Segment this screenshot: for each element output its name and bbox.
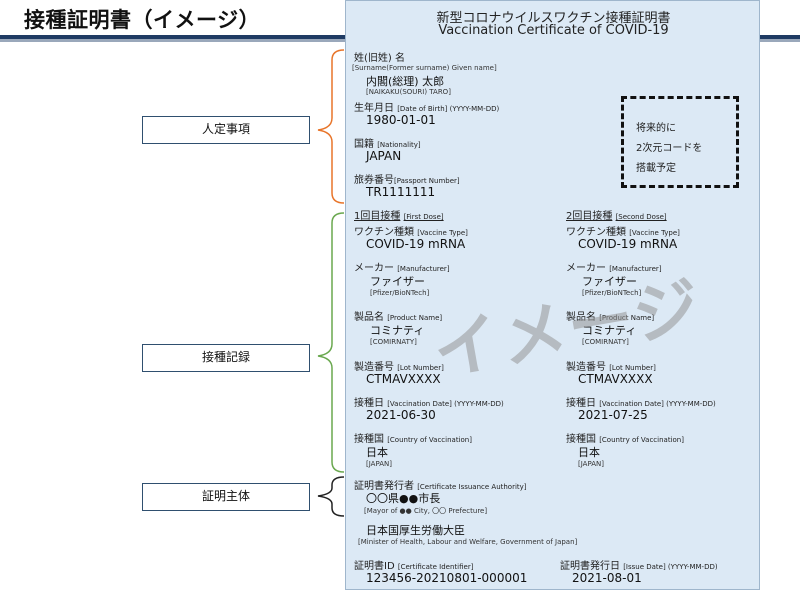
record-bracket [317,212,345,473]
qr-note-line2: 2次元コードを [636,143,703,154]
nationality-label: 国籍 [Nationality] [354,139,421,150]
dose1-country-value: 日本 [366,446,388,459]
page-title: 接種証明書（イメージ） [24,8,261,32]
dose1-vaccine-value: COVID-19 mRNA [366,237,466,251]
dose1-vaccine-label: ワクチン種類 [Vaccine Type] [354,227,468,238]
name-roman: [NAIKAKU(SOURI) TARO] [366,88,451,96]
qr-note-line3: 搭載予定 [636,163,676,174]
certificate-title-en: Vaccination Certificate of COVID-19 [438,23,669,38]
dose1-product-value: コミナティ [370,324,425,337]
certificate-panel: 新型コロナウイルスワクチン接種証明書 Vaccination Certifica… [345,0,760,590]
dose2-lot-label: 製造番号 [Lot Number] [566,362,656,373]
dose2-date-label: 接種日 [Vaccination Date] (YYYY-MM-DD) [566,398,716,409]
issue-date-label: 証明書発行日 [Issue Date] (YYYY-MM-DD) [560,561,718,572]
dose2-heading: 2回目接種 [Second Dose] [566,211,667,222]
dose2-vaccine-label: ワクチン種類 [Vaccine Type] [566,227,680,238]
qr-note-line1: 将来的に [636,123,676,134]
side-label-record: 接種記録 [142,344,310,372]
dose2-maker-value: ファイザー [582,275,637,288]
side-label-issuer: 証明主体 [142,483,310,511]
dose2-date-value: 2021-07-25 [578,408,648,422]
dose2-product-label: 製品名 [Product Name] [566,312,655,323]
personal-bracket [317,49,345,204]
name-label: 姓(旧姓) 名 [354,53,405,64]
dose2-product-value: コミナティ [582,324,637,337]
dose2-country-value: 日本 [578,446,600,459]
ministry-value: 日本国厚生労働大臣 [366,524,465,537]
dose1-maker-value: ファイザー [370,275,425,288]
passport-value: TR1111111 [366,185,436,199]
dose2-country-label: 接種国 [Country of Vaccination] [566,434,684,445]
dob-value: 1980-01-01 [366,113,436,127]
issuer-label: 証明書発行者 [Certificate Issuance Authority] [354,481,527,492]
dose2-lot-value: CTMAVXXXX [578,372,653,386]
dose2-product-value-en: [COMIRNATY] [582,338,629,346]
dose1-maker-label: メーカー [Manufacturer] [354,263,450,274]
dob-label: 生年月日 [Date of Birth] (YYYY-MM-DD) [354,103,500,114]
certificate-id-label: 証明書ID [Certificate Identifier] [354,561,474,572]
dose1-country-value-en: [JAPAN] [366,460,392,468]
dose1-lot-value: CTMAVXXXX [366,372,441,386]
dose1-lot-label: 製造番号 [Lot Number] [354,362,444,373]
certificate-title-jp: 新型コロナウイルスワクチン接種証明書 [436,11,671,26]
dose2-maker-label: メーカー [Manufacturer] [566,263,662,274]
dose1-date-value: 2021-06-30 [366,408,436,422]
dose1-date-label: 接種日 [Vaccination Date] (YYYY-MM-DD) [354,398,504,409]
dose1-product-label: 製品名 [Product Name] [354,312,443,323]
issue-date-value: 2021-08-01 [572,571,642,585]
dose2-vaccine-value: COVID-19 mRNA [578,237,678,251]
nationality-value: JAPAN [366,149,402,163]
name-value: 内閣(総理) 太郎 [366,75,445,88]
dose1-product-value-en: [COMIRNATY] [370,338,417,346]
dose1-heading: 1回目接種 [First Dose] [354,211,444,222]
qr-code-placeholder [621,96,739,188]
dose1-maker-value-en: [Pfizer/BioNTech] [370,289,430,297]
name-label-en: [Surname(Former surname) Given name] [352,64,497,72]
issuer-value: 〇〇県●●市長 [366,492,441,505]
passport-label: 旅券番号[Passport Number] [354,175,460,186]
issuer-bracket [317,476,345,517]
dose2-maker-value-en: [Pfizer/BioNTech] [582,289,642,297]
dose1-country-label: 接種国 [Country of Vaccination] [354,434,472,445]
issuer-value-en: [Mayor of ●● City, 〇〇 Prefecture] [364,507,488,515]
side-label-personal: 人定事項 [142,116,310,144]
ministry-value-en: [Minister of Health, Labour and Welfare,… [358,538,578,546]
dose2-country-value-en: [JAPAN] [578,460,604,468]
certificate-id-value: 123456-20210801-000001 [366,571,528,585]
